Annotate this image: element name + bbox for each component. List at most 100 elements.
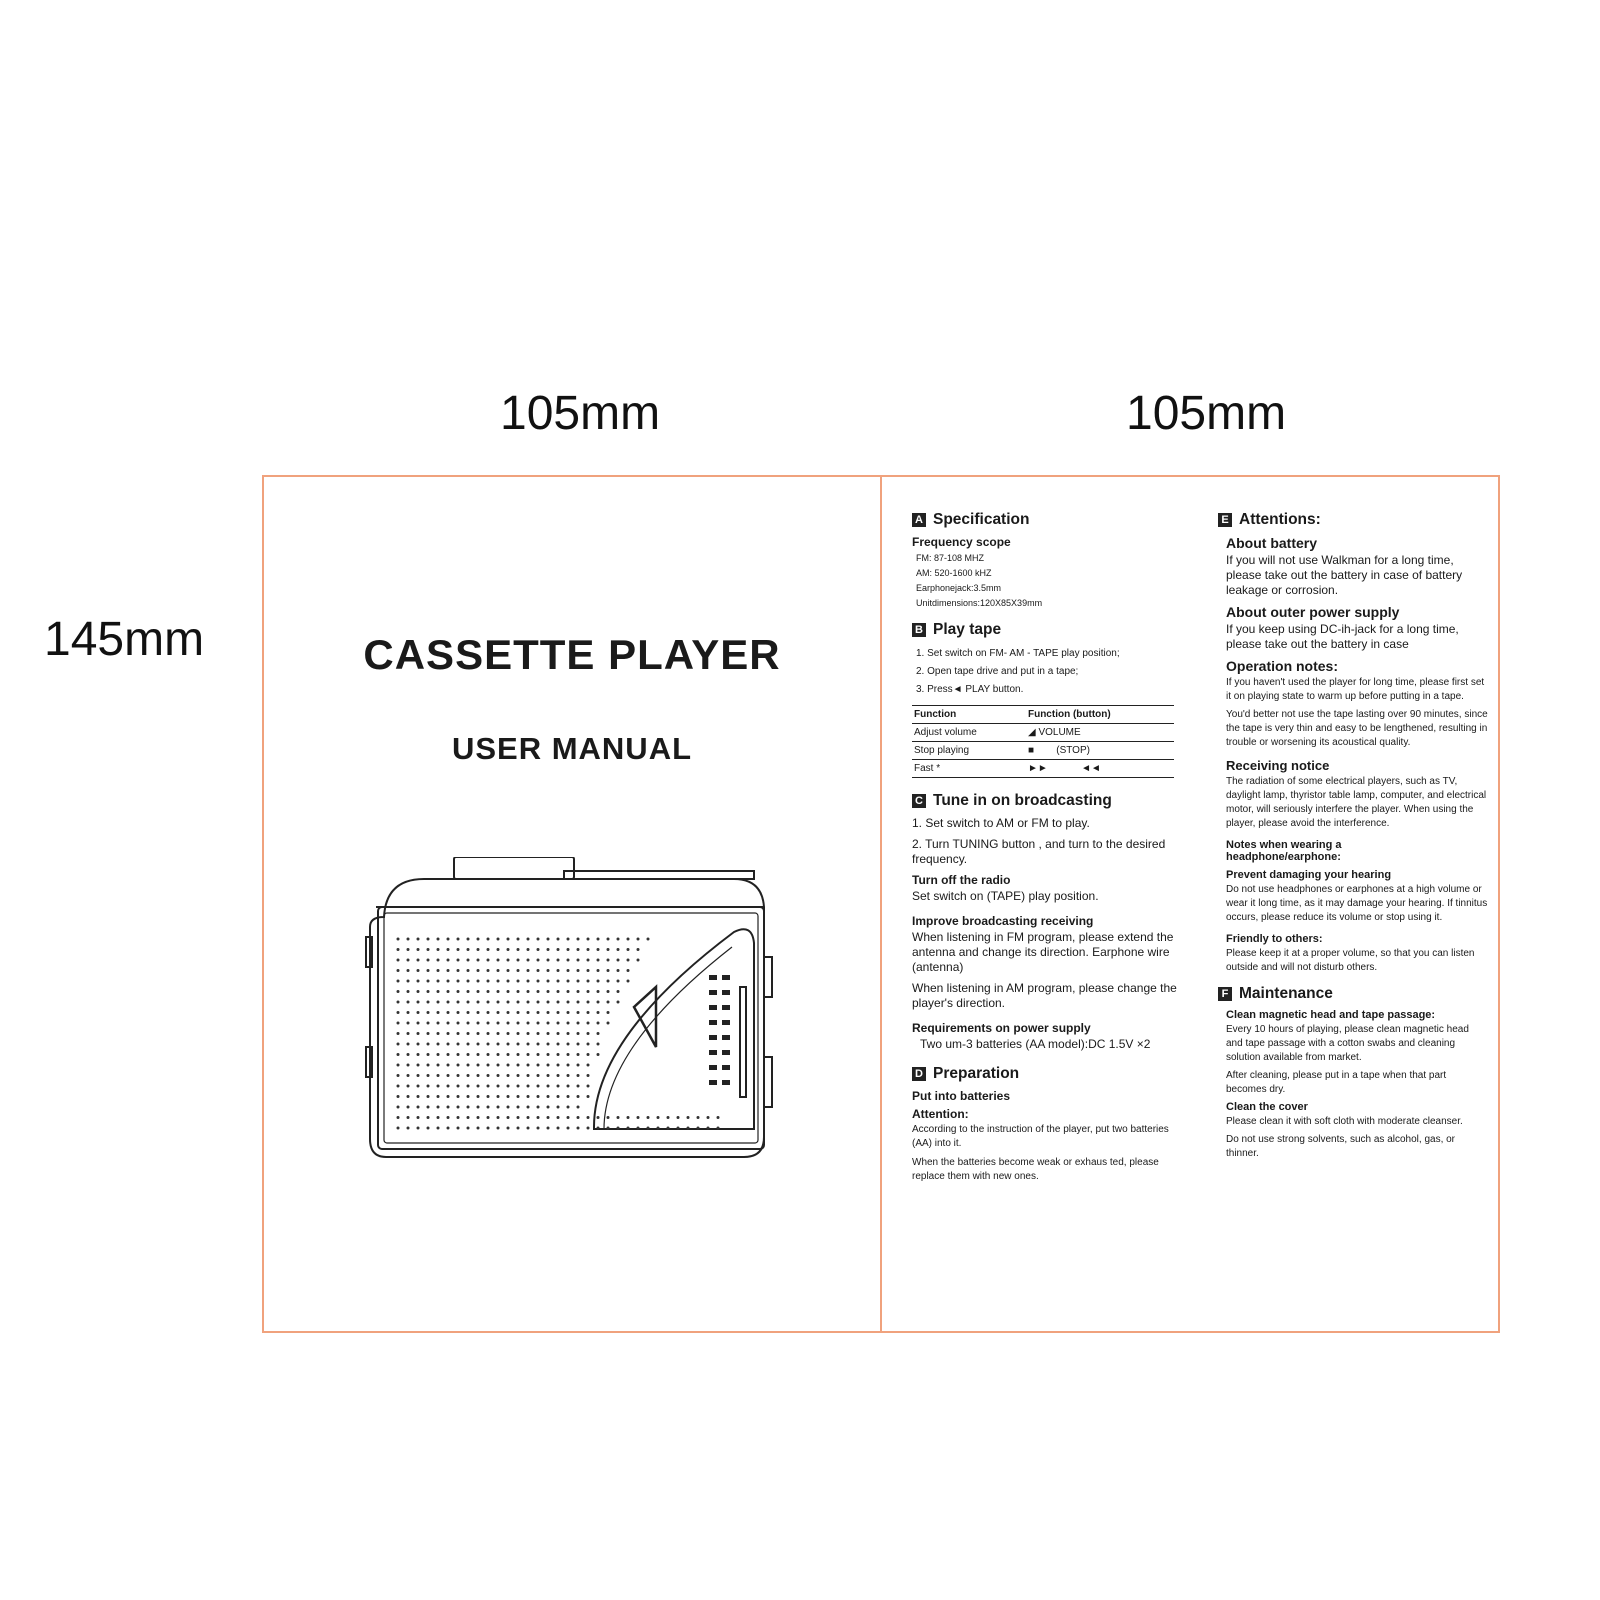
speaker-grille-dot — [456, 1063, 460, 1067]
speaker-grille-dot — [426, 1011, 430, 1014]
speaker-grille-dot — [506, 969, 510, 972]
section-d-letter: D — [912, 1067, 926, 1081]
speaker-grille-dot — [416, 969, 420, 972]
speaker-grille-dot — [576, 1126, 580, 1130]
speaker-grille-dot — [586, 1116, 590, 1119]
speaker-grille-dot — [476, 1063, 480, 1067]
speaker-grille-dot — [496, 948, 500, 951]
speaker-grille-dot — [576, 1105, 580, 1109]
speaker-grille-dot — [516, 1105, 520, 1109]
instructions-right-column: E Attentions: About battery If you will … — [1218, 511, 1488, 1161]
operation-notes-text: You'd better not use the tape lasting ov… — [1226, 709, 1488, 748]
section-e-heading: E Attentions: — [1218, 511, 1488, 529]
speaker-grille-dot — [476, 1011, 480, 1014]
speaker-grille-dot — [606, 969, 610, 972]
speaker-grille-dot — [546, 1095, 550, 1098]
speaker-grille-dot — [546, 958, 550, 962]
table-row: Stop playing ■ (STOP) — [912, 741, 1174, 760]
speaker-grille-dot — [496, 958, 500, 962]
speaker-grille-dot — [456, 1053, 460, 1056]
speaker-grille-dot — [516, 1116, 520, 1119]
section-e-letter: E — [1218, 513, 1232, 527]
speaker-grille-dot — [626, 958, 630, 962]
speaker-grille-dot — [426, 937, 430, 941]
speaker-grille-dot — [416, 1053, 420, 1056]
table-row: Adjust volume ◢ VOLUME — [912, 723, 1174, 742]
speaker-grille-dot — [406, 1053, 410, 1056]
speaker-grille-dot — [556, 1063, 560, 1067]
speaker-grille-dot — [586, 1126, 590, 1130]
speaker-grille-dot — [426, 1084, 430, 1088]
speaker-grille-dot — [586, 969, 590, 972]
speaker-grille-dot — [416, 1032, 420, 1035]
speaker-grille-dot — [456, 1116, 460, 1119]
speaker-grille-dot — [446, 1053, 450, 1056]
speaker-grille-dot — [586, 1084, 590, 1088]
section-c-title: Tune in on broadcasting — [933, 792, 1112, 809]
speaker-grille-dot — [506, 937, 510, 941]
speaker-grille-dot — [506, 1084, 510, 1088]
speaker-grille-dot — [516, 979, 520, 983]
speaker-grille-dot — [486, 1000, 490, 1004]
speaker-grille-dot — [576, 948, 580, 951]
speaker-grille-dot — [426, 958, 430, 962]
speaker-grille-dot — [436, 948, 440, 951]
speaker-grille-dot — [396, 979, 400, 983]
speaker-grille-dot — [406, 1074, 410, 1077]
speaker-grille-dot — [556, 1116, 560, 1119]
speaker-grille-dot — [406, 1105, 410, 1109]
speaker-grille-dot — [426, 1000, 430, 1004]
speaker-grille-dot — [486, 1042, 490, 1046]
speaker-grille-dot — [446, 958, 450, 962]
speaker-grille-dot — [486, 1084, 490, 1088]
speaker-grille-dot — [396, 1074, 400, 1077]
speaker-grille-dot — [456, 1032, 460, 1035]
speaker-grille-dot — [406, 1126, 410, 1130]
speaker-grille-dot — [496, 979, 500, 983]
speaker-grille-dot — [556, 969, 560, 972]
speaker-grille-dot — [526, 1032, 530, 1035]
speaker-grille-dot — [506, 1042, 510, 1046]
speaker-grille-dot — [546, 1063, 550, 1067]
speaker-grille-dot — [466, 979, 470, 983]
speaker-grille-dot — [396, 1021, 400, 1025]
table-header: Function (button) — [1025, 705, 1174, 724]
speaker-grille-dot — [606, 1126, 610, 1130]
speaker-grille-dot — [596, 1011, 600, 1014]
speaker-grille-dot — [436, 1032, 440, 1035]
speaker-grille-dot — [626, 979, 630, 983]
speaker-grille-dot — [436, 1000, 440, 1004]
speaker-grille-dot — [616, 1000, 620, 1004]
speaker-grille-dot — [556, 1074, 560, 1077]
speaker-grille-dot — [546, 1116, 550, 1119]
speaker-grille-dot — [496, 1074, 500, 1077]
speaker-grille-dot — [646, 1126, 650, 1130]
speaker-grille-dot — [666, 1126, 670, 1130]
improve-fm-text: When listening in FM program, please ext… — [912, 930, 1174, 974]
speaker-grille-dot — [546, 1032, 550, 1035]
speaker-grille-dot — [616, 1126, 620, 1130]
speaker-grille-dot — [436, 1053, 440, 1056]
speaker-grille-dot — [426, 1116, 430, 1119]
speaker-grille-dot — [476, 937, 480, 941]
speaker-grille-dot — [396, 1126, 400, 1130]
speaker-grille-dot — [396, 1053, 400, 1056]
speaker-grille-dot — [446, 1063, 450, 1067]
speaker-grille-dot — [496, 1032, 500, 1035]
speaker-grille-dot — [486, 1032, 490, 1035]
play-step: 3. Press◄ PLAY button. — [916, 684, 1024, 695]
speaker-grille-dot — [606, 1000, 610, 1004]
put-batteries-title: Put into batteries — [912, 1089, 1011, 1103]
speaker-grille-dot — [396, 1063, 400, 1067]
speaker-grille-dot — [456, 990, 460, 993]
speaker-grille-dot — [526, 990, 530, 993]
speaker-grille-dot — [716, 1116, 720, 1119]
speaker-grille-dot — [456, 1105, 460, 1109]
speaker-grille-dot — [486, 948, 490, 951]
speaker-grille-dot — [426, 1095, 430, 1098]
speaker-grille-dot — [456, 979, 460, 983]
speaker-grille-dot — [536, 1011, 540, 1014]
speaker-grille-dot — [406, 969, 410, 972]
speaker-grille-dot — [506, 1074, 510, 1077]
speaker-grille-dot — [476, 1021, 480, 1025]
